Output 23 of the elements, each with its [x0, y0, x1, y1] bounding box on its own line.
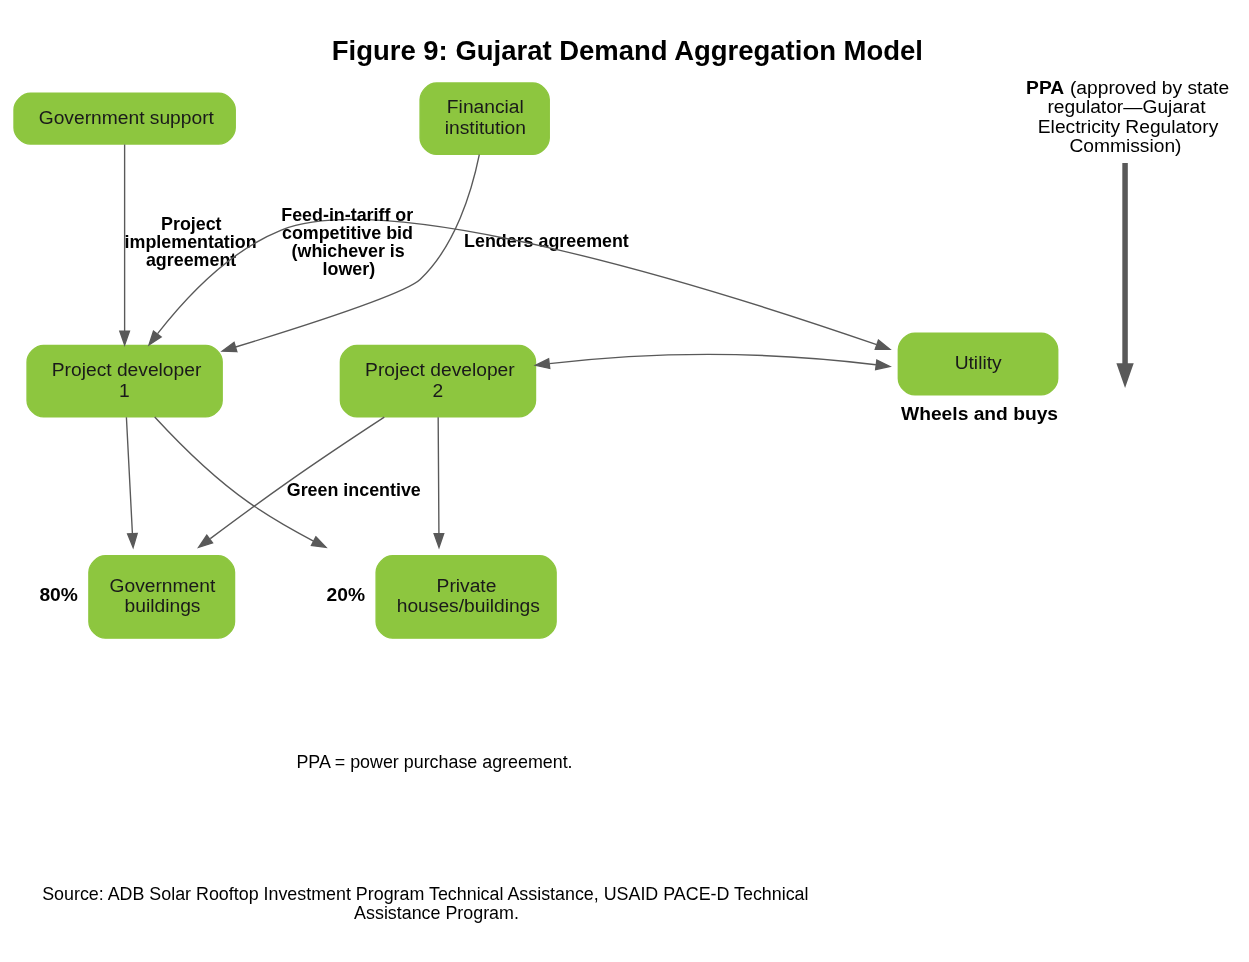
node-box: Project developer 1 — [26, 344, 223, 418]
edge-label: Feed-in-tariff or competitive bid (whichever is lower) — [281, 204, 414, 279]
arrow — [1116, 162, 1134, 388]
arrow — [197, 415, 385, 549]
node-label: 80% — [39, 583, 78, 605]
arrow — [125, 416, 139, 549]
arrow — [147, 218, 892, 350]
node-text: PPA (approved by state regulator—Gujarat Electricity Regulatory Commission) — [1026, 76, 1230, 156]
edge-label: Lenders agreement — [464, 230, 629, 251]
arrow — [154, 415, 328, 548]
label: Source: ADB Solar Rooftop Investment Program Technical Assistance, USAID PACE-D Technical Assistance Program. — [42, 883, 809, 923]
arrow — [533, 353, 892, 370]
diagram-title: Figure 9: Gujarat Demand Aggregation Model — [331, 34, 923, 66]
node-label: 20% — [326, 583, 366, 605]
arrow — [118, 143, 131, 347]
arrow — [220, 153, 480, 352]
edge-label: Green incentive — [286, 479, 421, 500]
node-label: Wheels and buys — [901, 402, 1059, 424]
node-box: Financial institution — [419, 81, 550, 155]
node-box: Project developer 2 — [339, 344, 537, 418]
arrow — [433, 416, 445, 549]
node-box: Government support — [13, 92, 236, 145]
label: PPA = power purchase agreement. — [296, 751, 573, 772]
